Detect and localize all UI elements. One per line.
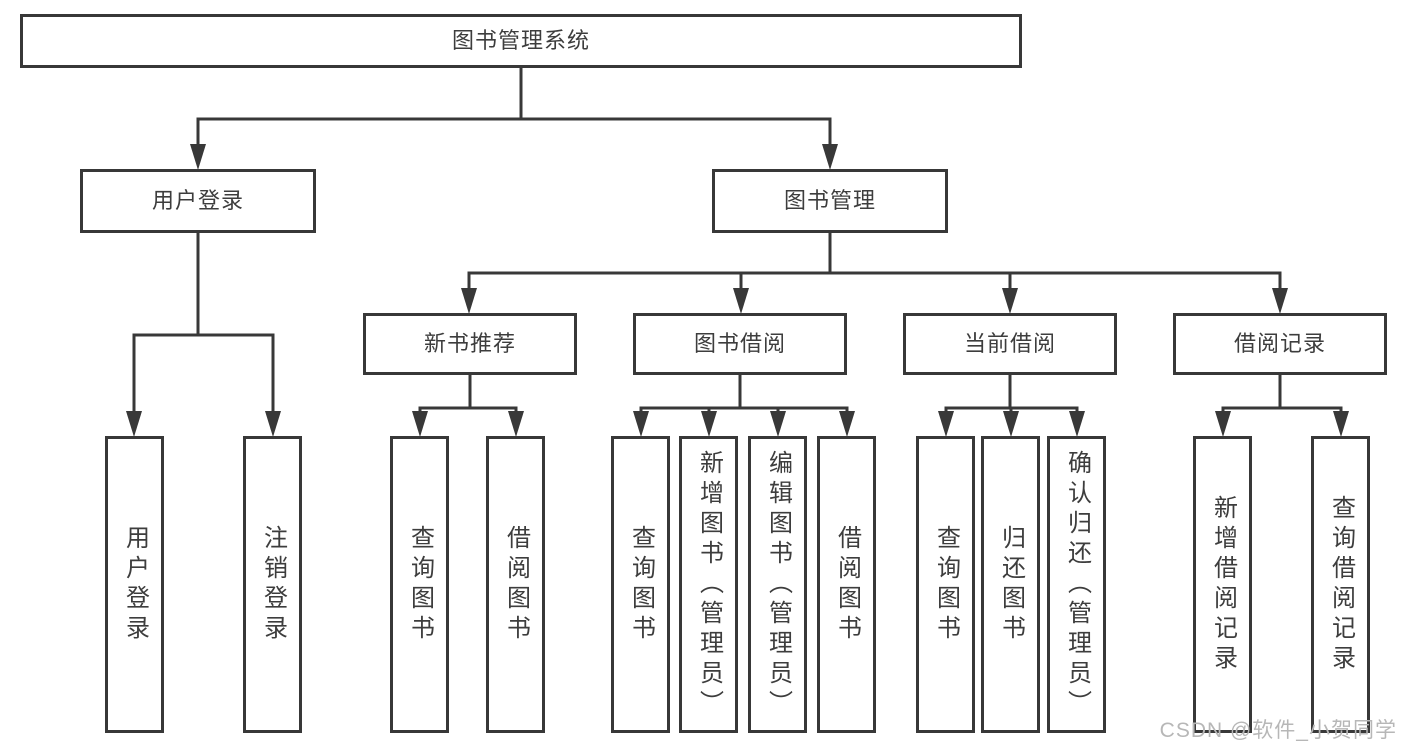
node-book-management: 图书管理 — [712, 169, 948, 233]
node-user-login: 用户登录 — [80, 169, 316, 233]
node-borrowing-records: 借阅记录 — [1173, 313, 1387, 375]
leaf-logout: 注销登录 — [243, 436, 302, 733]
leaf-borrowing-edit-books-admin: 编辑图书（管理员） — [748, 436, 807, 733]
leaf-records-query-record-label: 查询借阅记录 — [1327, 494, 1355, 675]
leaf-current-confirm-return-admin-label: 确认归还（管理员） — [1063, 449, 1091, 720]
leaf-current-confirm-return-admin: 确认归还（管理员） — [1047, 436, 1106, 733]
leaf-current-return-books-label: 归还图书 — [997, 524, 1025, 645]
node-library-system-label: 图书管理系统 — [451, 28, 590, 53]
leaf-current-return-books: 归还图书 — [981, 436, 1040, 733]
leaf-borrowing-borrow-books-label: 借阅图书 — [833, 524, 861, 645]
node-current-borrowing: 当前借阅 — [903, 313, 1117, 375]
watermark: CSDN @软件_小贺同学 — [1159, 719, 1397, 742]
leaf-recommend-borrow-books-label: 借阅图书 — [502, 524, 530, 645]
node-library-system: 图书管理系统 — [20, 14, 1022, 68]
leaf-recommend-borrow-books: 借阅图书 — [486, 436, 545, 733]
node-borrowing-records-label: 借阅记录 — [1233, 331, 1326, 356]
leaf-user-login: 用户登录 — [105, 436, 164, 733]
leaf-current-query-books-label: 查询图书 — [932, 524, 960, 645]
leaf-records-add-record: 新增借阅记录 — [1193, 436, 1252, 733]
leaf-borrowing-query-books-label: 查询图书 — [627, 524, 655, 645]
leaf-borrowing-add-books-admin: 新增图书（管理员） — [679, 436, 738, 733]
node-current-borrowing-label: 当前借阅 — [963, 331, 1056, 356]
leaf-borrowing-edit-books-admin-label: 编辑图书（管理员） — [764, 449, 792, 720]
node-book-management-label: 图书管理 — [783, 188, 876, 213]
leaf-borrowing-query-books: 查询图书 — [611, 436, 670, 733]
leaf-records-query-record: 查询借阅记录 — [1311, 436, 1370, 733]
leaf-user-login-label: 用户登录 — [121, 524, 149, 645]
node-user-login-label: 用户登录 — [151, 188, 244, 213]
node-new-book-recommend: 新书推荐 — [363, 313, 577, 375]
connector-paths — [132, 66, 1343, 414]
node-new-book-recommend-label: 新书推荐 — [423, 331, 516, 356]
leaf-logout-label: 注销登录 — [259, 524, 287, 645]
node-book-borrowing: 图书借阅 — [633, 313, 847, 375]
arrowheads — [126, 144, 1349, 437]
leaf-recommend-query-books-label: 查询图书 — [406, 524, 434, 645]
node-book-borrowing-label: 图书借阅 — [693, 331, 786, 356]
leaf-borrowing-add-books-admin-label: 新增图书（管理员） — [695, 449, 723, 720]
leaf-borrowing-borrow-books: 借阅图书 — [817, 436, 876, 733]
leaf-recommend-query-books: 查询图书 — [390, 436, 449, 733]
leaf-records-add-record-label: 新增借阅记录 — [1209, 494, 1237, 675]
leaf-current-query-books: 查询图书 — [916, 436, 975, 733]
